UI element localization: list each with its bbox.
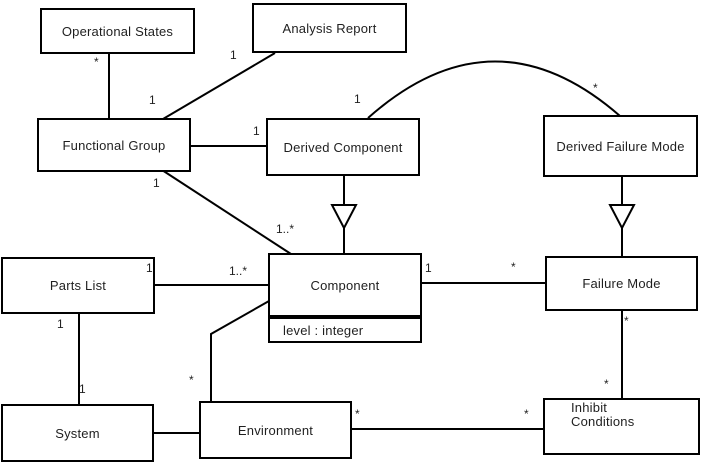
- mult-failure-mode-left-end: *: [511, 260, 516, 274]
- class-name-label: Parts List: [49, 278, 107, 293]
- mult-parts-list-bottom-end: 1: [57, 317, 64, 331]
- class-failure-mode: Failure Mode: [545, 256, 698, 311]
- class-component-attributes: level : integer: [268, 317, 422, 343]
- mult-component-right-end: 1: [425, 261, 432, 275]
- generalization-triangle-icon: [330, 204, 358, 231]
- class-system: System: [1, 404, 154, 462]
- class-name-label: Component: [310, 277, 380, 293]
- mult-inhibit-conditions-left-end: *: [524, 407, 529, 421]
- mult-failure-mode-bottom-end: *: [624, 314, 629, 328]
- generalization-triangle-icon: [608, 204, 636, 231]
- class-name-label: Environment: [237, 422, 314, 438]
- mult-component-left-end: 1..*: [229, 264, 248, 278]
- mult-arc-derived-failure-mode-end: *: [593, 81, 598, 95]
- mult-functional-group-bottom-end: 1: [153, 176, 160, 190]
- class-inhibit-conditions: Inhibit Conditions: [543, 398, 700, 455]
- class-name-label: Derived Component: [283, 139, 403, 155]
- mult-component-top-end: 1..*: [276, 222, 295, 236]
- mult-environment-right-end: *: [355, 407, 360, 421]
- class-parts-list: Parts List: [1, 257, 155, 314]
- class-component: Component: [268, 253, 422, 317]
- class-analysis-report: Analysis Report: [252, 3, 407, 53]
- edge-analysis-report-functional-group: [162, 52, 276, 120]
- class-operational-states: Operational States: [40, 8, 195, 54]
- mult-functional-group-top-end: 1: [149, 93, 156, 107]
- edge-environment-component: [210, 300, 270, 403]
- class-name-label: Inhibit Conditions: [571, 400, 635, 429]
- class-derived-failure-mode: Derived Failure Mode: [543, 115, 698, 177]
- mult-operational-states-end: *: [94, 55, 99, 69]
- mult-environment-top-end: *: [189, 373, 194, 387]
- mult-derived-component-left-end: 1: [253, 124, 260, 138]
- mult-inhibit-conditions-top-end: *: [604, 377, 609, 391]
- class-environment: Environment: [199, 401, 352, 459]
- class-name-label: Functional Group: [62, 137, 166, 153]
- class-name-label: Operational States: [61, 23, 174, 39]
- class-name-label: Derived Failure Mode: [556, 138, 685, 154]
- class-name-label: Failure Mode: [582, 276, 661, 291]
- mult-analysis-report-end: 1: [230, 48, 237, 62]
- attribute-label: level : integer: [283, 322, 364, 338]
- edge-functional-group-component: [161, 169, 292, 255]
- class-name-label: System: [55, 425, 100, 441]
- mult-system-top-end: 1: [79, 382, 86, 396]
- mult-arc-derived-component-end: 1: [354, 92, 361, 106]
- class-name-label: Analysis Report: [282, 20, 377, 36]
- mult-parts-list-right-end: 1: [146, 261, 153, 275]
- class-functional-group: Functional Group: [37, 118, 191, 172]
- class-derived-component: Derived Component: [266, 118, 420, 176]
- edge-derived-component-derived-failure-mode-arc: [367, 60, 621, 119]
